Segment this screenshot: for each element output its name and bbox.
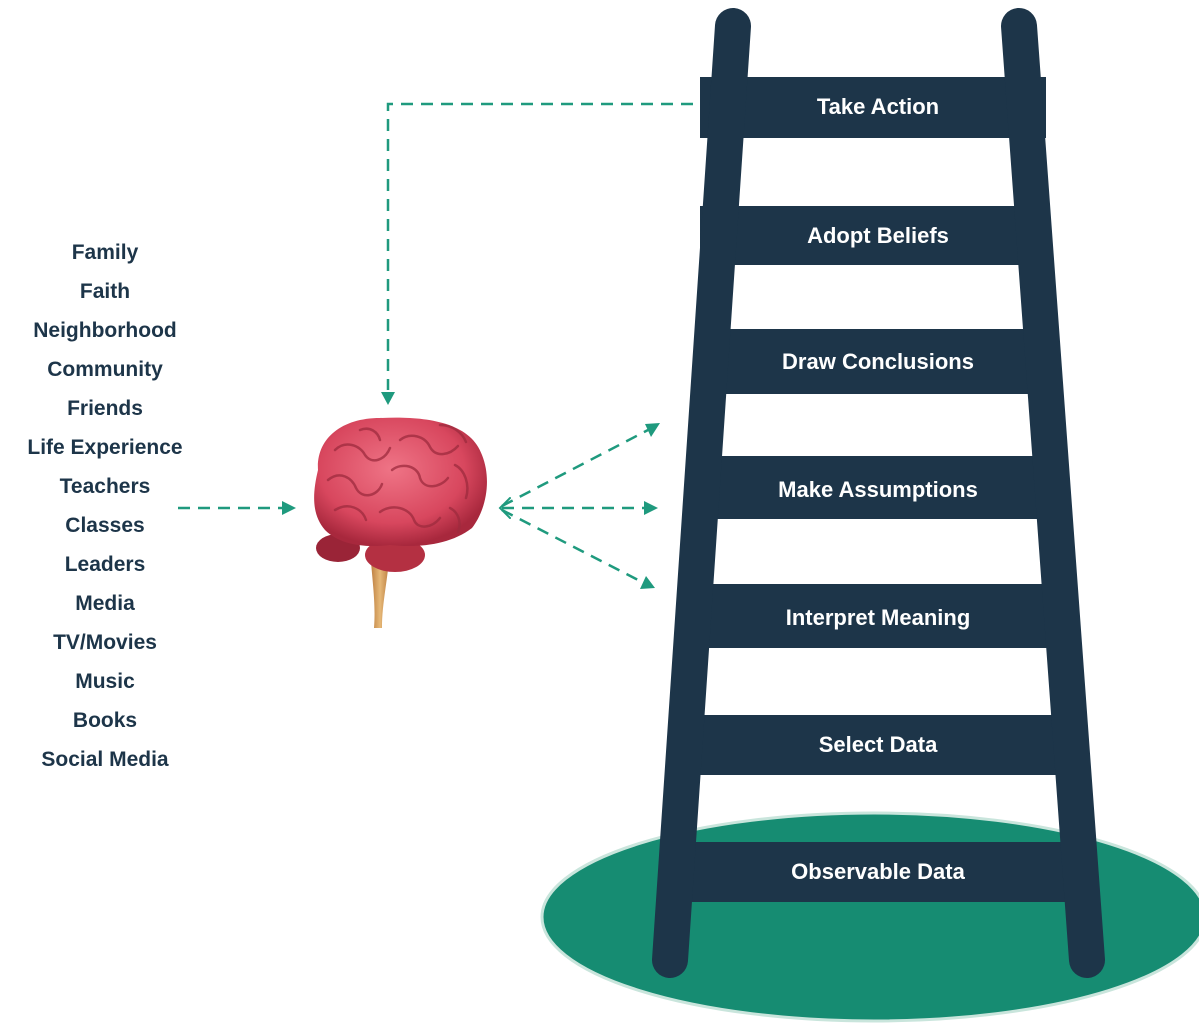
ladder-rails bbox=[652, 8, 1105, 978]
brain-folds bbox=[326, 423, 469, 534]
rung-label: Interpret Meaning bbox=[786, 605, 971, 630]
arrowhead-icon bbox=[381, 392, 395, 405]
cerebellum bbox=[365, 538, 425, 572]
arrows bbox=[178, 102, 693, 584]
influence-item: Social Media bbox=[41, 748, 169, 771]
influence-item: Faith bbox=[79, 280, 131, 303]
rung-label: Select Data bbox=[819, 732, 938, 757]
rung-select-data bbox=[680, 715, 1066, 775]
arrowhead-icon bbox=[640, 576, 655, 589]
influence-item: Teachers bbox=[59, 475, 151, 498]
arrowhead-icon bbox=[282, 501, 296, 515]
ladder-left-rail bbox=[652, 8, 751, 978]
rung-draw-conclusions bbox=[700, 329, 1046, 394]
rung-interpret-meaning bbox=[690, 584, 1056, 648]
rung-make-assumptions bbox=[700, 456, 1046, 519]
influences-list: Family Faith Neighborhood Community Frie… bbox=[0, 233, 210, 779]
influence-item: Friends bbox=[67, 397, 143, 420]
rung-adopt-beliefs bbox=[700, 206, 1046, 265]
brain-icon bbox=[314, 417, 487, 628]
influence-item: Classes bbox=[65, 514, 145, 537]
arrowhead-icon bbox=[645, 423, 660, 437]
rung-label: Make Assumptions bbox=[778, 477, 978, 502]
influence-item: Community bbox=[47, 358, 163, 381]
arrowhead-icon bbox=[644, 501, 658, 515]
brain-arrow-tails bbox=[498, 497, 511, 519]
ladder-rungs bbox=[670, 77, 1076, 902]
rung-label: Draw Conclusions bbox=[782, 349, 974, 374]
influence-item: Family bbox=[71, 241, 139, 264]
influence-item: TV/Movies bbox=[53, 631, 157, 654]
arrowheads bbox=[282, 392, 660, 589]
brain-arrow-down-line bbox=[501, 508, 643, 584]
feedback-arrow-line bbox=[386, 102, 693, 390]
rung-label: Take Action bbox=[817, 94, 939, 119]
influence-item: Neighborhood bbox=[33, 319, 177, 342]
rung-label: Adopt Beliefs bbox=[807, 223, 949, 248]
rung-take-action bbox=[700, 77, 1046, 138]
influence-item: Music bbox=[75, 670, 135, 693]
brain-arrow-up-line bbox=[501, 428, 649, 508]
influence-item: Life Experience bbox=[27, 436, 183, 459]
brain-cerebrum bbox=[314, 417, 487, 547]
rung-label: Observable Data bbox=[791, 859, 965, 884]
influence-item: Media bbox=[75, 592, 135, 615]
arrow-tail-icon bbox=[498, 497, 511, 519]
influence-item: Leaders bbox=[64, 553, 146, 576]
rung-observable-data bbox=[670, 842, 1076, 902]
ladder-right-rail bbox=[1001, 8, 1105, 978]
influence-item: Books bbox=[72, 709, 138, 732]
